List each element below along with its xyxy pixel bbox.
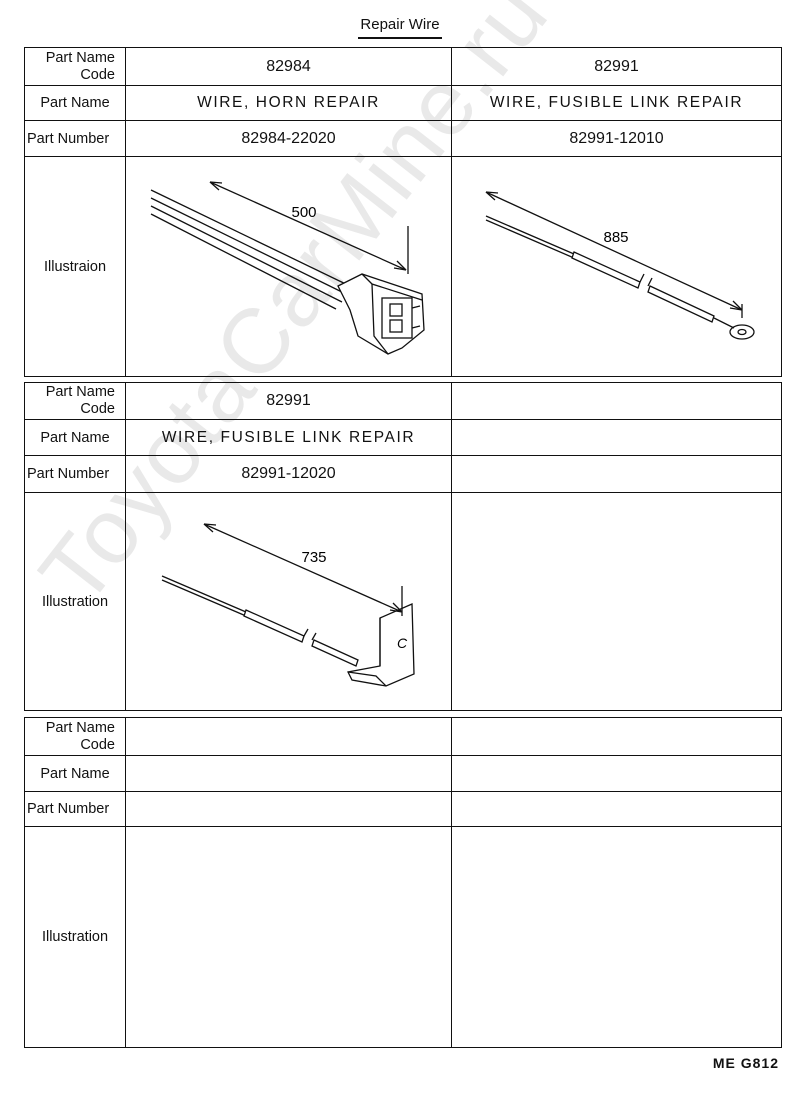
label-part-name-code: Part Name Code <box>24 47 126 86</box>
part-name <box>451 755 782 792</box>
part-number: 82991-12020 <box>125 455 452 493</box>
part-code <box>125 717 452 756</box>
part-code <box>451 382 782 420</box>
label-part-number: Part Number <box>24 791 126 827</box>
part-name: WIRE, HORN REPAIR <box>125 85 452 121</box>
horn-repair-wire-illustration: 500 <box>150 180 425 355</box>
part-name: WIRE, FUSIBLE LINK REPAIR <box>125 419 452 456</box>
part-code: 82991 <box>125 382 452 420</box>
label-part-number: Part Number <box>24 120 126 157</box>
page-title: Repair Wire <box>0 16 800 39</box>
parts-table-1: Part Name Code 82984 82991 Part Name WIR… <box>24 47 782 377</box>
part-name <box>125 755 452 792</box>
label-part-name-code: Part Name Code <box>24 717 126 756</box>
part-number: 82991-12010 <box>451 120 782 157</box>
illustration-cell: 735 C <box>125 492 452 711</box>
label-illustration: Illustration <box>24 826 126 1048</box>
label-part-name: Part Name <box>24 755 126 792</box>
dimension-label: 885 <box>603 229 628 246</box>
dimension-label: 735 <box>301 549 326 566</box>
illustration-cell: 885 <box>451 156 782 377</box>
label-illustration: Illustraion <box>24 156 126 377</box>
label-part-name: Part Name <box>24 85 126 121</box>
illustration-cell-empty <box>451 826 782 1048</box>
label-part-number: Part Number <box>24 455 126 493</box>
part-number: 82984-22020 <box>125 120 452 157</box>
illustration-cell-empty <box>125 826 452 1048</box>
fusible-link-bracket-wire-illustration: 735 C <box>161 522 415 687</box>
illustration-cell-empty <box>451 492 782 711</box>
dimension-label: 500 <box>291 204 316 221</box>
part-number <box>451 791 782 827</box>
part-number <box>451 455 782 493</box>
fusible-link-wire-illustration: 885 <box>485 190 755 340</box>
illustration-cell: 500 <box>125 156 452 377</box>
parts-table-3: Part Name Code Part Name Part Number Ill… <box>24 717 782 1048</box>
page-code: ME G812 <box>712 1055 779 1071</box>
part-code: 82984 <box>125 47 452 86</box>
part-name <box>451 419 782 456</box>
part-name: WIRE, FUSIBLE LINK REPAIR <box>451 85 782 121</box>
label-part-name: Part Name <box>24 419 126 456</box>
part-number <box>125 791 452 827</box>
part-code: 82991 <box>451 47 782 86</box>
parts-table-2: Part Name Code 82991 Part Name WIRE, FUS… <box>24 382 782 711</box>
part-code <box>451 717 782 756</box>
label-illustration: Illustration <box>24 492 126 711</box>
label-part-name-code: Part Name Code <box>24 382 126 420</box>
bracket-letter: C <box>397 635 408 651</box>
